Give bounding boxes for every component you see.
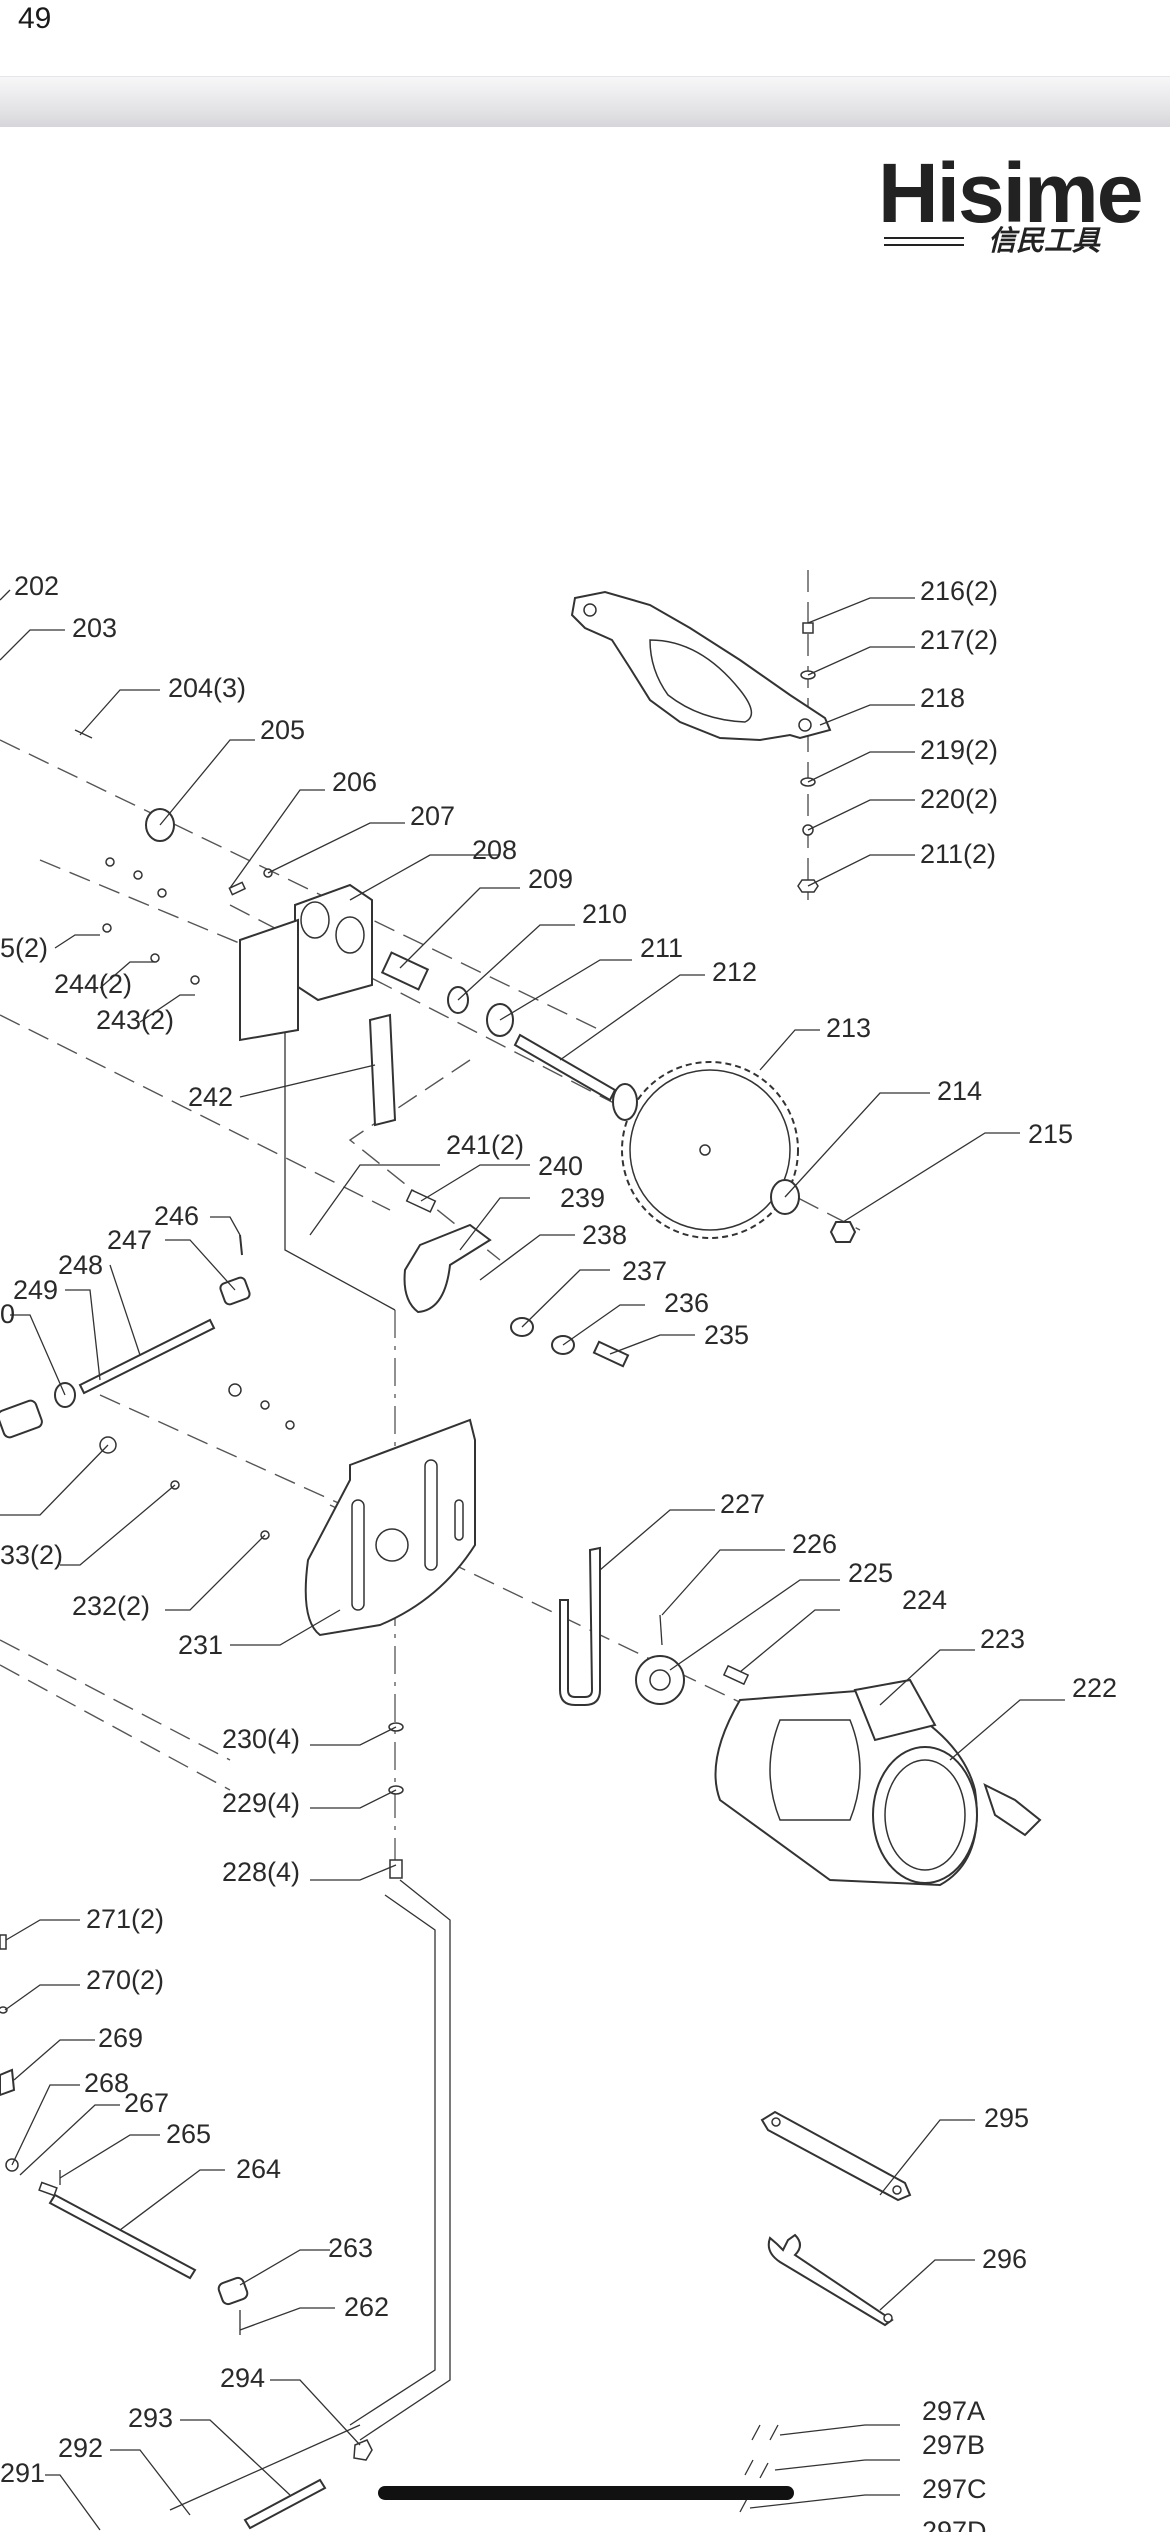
label-292: 292 bbox=[58, 2433, 103, 2463]
part-227-clip bbox=[559, 1546, 601, 1706]
fasteners-243-245 bbox=[102, 857, 200, 985]
part-293-rod bbox=[243, 2478, 327, 2530]
label-207: 207 bbox=[410, 801, 455, 831]
parts-246-250 bbox=[0, 1234, 251, 1439]
label-239: 239 bbox=[560, 1183, 605, 1213]
label-236: 236 bbox=[664, 1288, 709, 1318]
leader-lines bbox=[0, 589, 1065, 2531]
label-243: 243(2) bbox=[96, 1005, 174, 1035]
label-249: 249 bbox=[13, 1275, 58, 1305]
brand-name: Hisime bbox=[878, 146, 1141, 240]
label-242: 242 bbox=[188, 1082, 233, 1112]
label-245: 5(2) bbox=[0, 933, 48, 963]
label-294: 294 bbox=[220, 2363, 265, 2393]
brand-logo: Hisime 信民工具 bbox=[878, 146, 1143, 257]
label-268: 268 bbox=[84, 2068, 129, 2098]
label-263: 263 bbox=[328, 2233, 373, 2263]
label-216: 216(2) bbox=[920, 576, 998, 606]
label-265: 265 bbox=[166, 2119, 211, 2149]
part-222-motor bbox=[714, 1678, 1042, 1887]
label-246: 246 bbox=[154, 1201, 199, 1231]
label-264: 264 bbox=[236, 2154, 281, 2184]
label-297b: 297B bbox=[922, 2430, 985, 2460]
label-231: 231 bbox=[178, 1630, 223, 1660]
label-224: 224 bbox=[902, 1585, 947, 1615]
part-208-bracket bbox=[239, 883, 373, 1042]
label-297d: 297D bbox=[922, 2516, 987, 2532]
label-220: 220(2) bbox=[920, 784, 998, 814]
label-203: 203 bbox=[72, 613, 117, 643]
label-212: 212 bbox=[712, 957, 757, 987]
part-225-pulley bbox=[635, 1655, 685, 1705]
label-297a: 297A bbox=[922, 2396, 985, 2426]
label-228: 228(4) bbox=[222, 1857, 300, 1887]
label-240: 240 bbox=[538, 1151, 583, 1181]
brand-subtitle: 信民工具 bbox=[988, 224, 1101, 257]
label-209: 209 bbox=[528, 864, 573, 894]
label-248: 248 bbox=[58, 1250, 103, 1280]
part-212-arbor bbox=[513, 1033, 638, 1121]
label-271: 271(2) bbox=[86, 1904, 164, 1934]
label-262: 262 bbox=[344, 2292, 389, 2322]
label-267: 267 bbox=[124, 2088, 169, 2118]
label-270: 270(2) bbox=[86, 1965, 164, 1995]
label-202: 202 bbox=[14, 571, 59, 601]
home-indicator[interactable] bbox=[378, 2486, 794, 2500]
label-296: 296 bbox=[982, 2244, 1027, 2274]
label-235: 235 bbox=[704, 1320, 749, 1350]
parts-262-271 bbox=[0, 1934, 373, 2461]
label-210: 210 bbox=[582, 899, 627, 929]
label-237: 237 bbox=[622, 1256, 667, 1286]
label-218: 218 bbox=[920, 683, 965, 713]
washers-arbor bbox=[380, 951, 857, 1243]
part-labels: 202 203 204(3) 205 206 207 208 209 210 2… bbox=[0, 571, 1117, 2532]
part-296-wrench bbox=[767, 2233, 894, 2327]
top-toolbar-bar bbox=[0, 76, 1170, 127]
label-247: 247 bbox=[107, 1225, 152, 1255]
page-number: 49 bbox=[18, 2, 52, 35]
label-217: 217(2) bbox=[920, 625, 998, 655]
label-227: 227 bbox=[720, 1489, 765, 1519]
part-231-motor-plate bbox=[304, 1418, 476, 1637]
label-244: 244(2) bbox=[54, 969, 132, 999]
part-239-arm bbox=[403, 1189, 492, 1314]
label-229: 229(4) bbox=[222, 1788, 300, 1818]
label-297c: 297C bbox=[922, 2474, 987, 2504]
part-242-bar bbox=[368, 1013, 397, 1127]
label-219: 219(2) bbox=[920, 735, 998, 765]
label-238: 238 bbox=[582, 1220, 627, 1250]
label-250: 0 bbox=[0, 1299, 15, 1329]
parts-235-237 bbox=[510, 1317, 630, 1368]
label-206: 206 bbox=[332, 767, 377, 797]
part-295-wrench bbox=[760, 2110, 912, 2202]
label-205: 205 bbox=[260, 715, 305, 745]
label-269: 269 bbox=[98, 2023, 143, 2053]
label-214: 214 bbox=[937, 1076, 982, 1106]
label-204: 204(3) bbox=[168, 673, 246, 703]
label-233: 33(2) bbox=[0, 1540, 63, 1570]
label-223: 223 bbox=[980, 1624, 1025, 1654]
part-218-blade-guard bbox=[570, 590, 832, 742]
label-208: 208 bbox=[472, 835, 517, 865]
part-213-saw-blade bbox=[621, 1061, 799, 1239]
label-215: 215 bbox=[1028, 1119, 1073, 1149]
label-211: 211 bbox=[640, 933, 683, 963]
label-232: 232(2) bbox=[72, 1591, 150, 1621]
label-222: 222 bbox=[1072, 1673, 1117, 1703]
label-230: 230(4) bbox=[222, 1724, 300, 1754]
label-293: 293 bbox=[128, 2403, 173, 2433]
fasteners-216-220 bbox=[797, 622, 819, 893]
label-241: 241(2) bbox=[446, 1130, 524, 1160]
label-211-2: 211(2) bbox=[920, 839, 996, 869]
label-291: 291 bbox=[0, 2458, 45, 2488]
label-226: 226 bbox=[792, 1529, 837, 1559]
label-213: 213 bbox=[826, 1013, 871, 1043]
label-295: 295 bbox=[984, 2103, 1029, 2133]
label-225: 225 bbox=[848, 1558, 893, 1588]
